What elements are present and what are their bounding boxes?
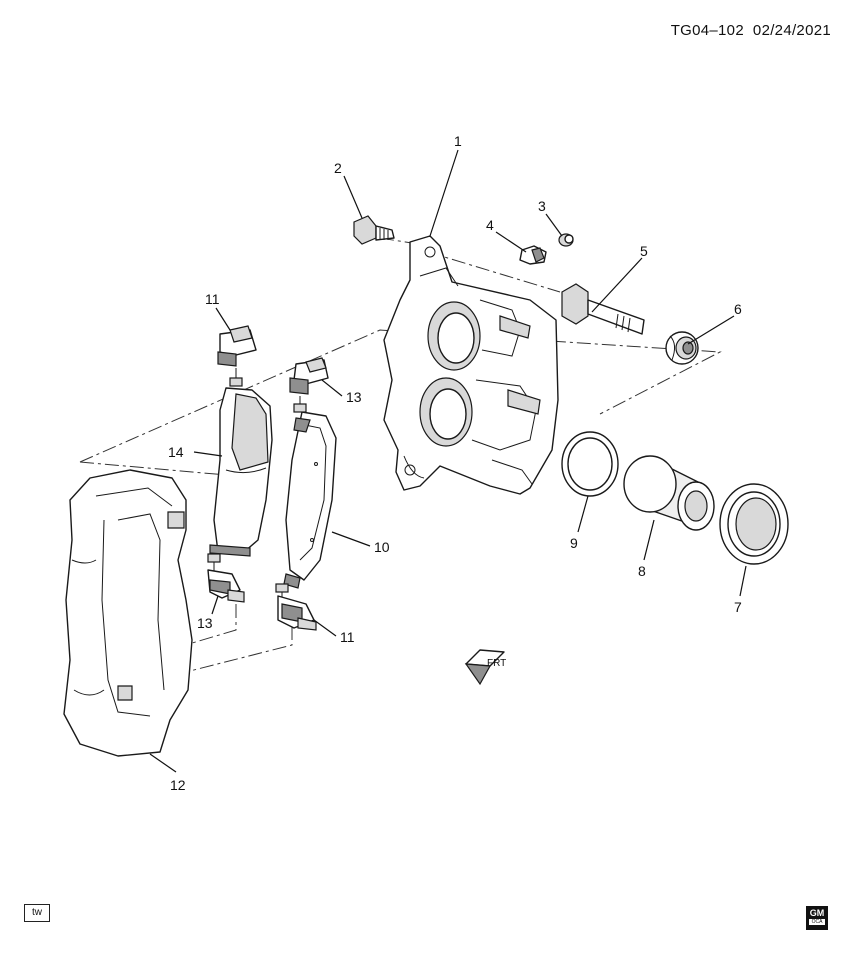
bleeder-valve xyxy=(519,245,547,265)
leader-13-lower xyxy=(211,595,219,615)
front-indicator-label: FRT xyxy=(487,658,506,669)
brand-logo-subtext: OCA xyxy=(809,919,825,925)
guide-pin-boot xyxy=(665,331,699,365)
leader-11-upper xyxy=(215,307,231,331)
dust-boot xyxy=(719,483,789,565)
inner-brake-pad xyxy=(209,387,273,557)
callout-13-lower: 13 xyxy=(197,615,213,631)
leader-3 xyxy=(545,213,563,237)
leader-9 xyxy=(577,495,589,533)
leader-13-upper xyxy=(321,379,343,397)
callout-4: 4 xyxy=(486,217,494,233)
leader-1 xyxy=(429,149,459,237)
caliper-bracket xyxy=(63,469,193,757)
leader-14 xyxy=(193,451,223,457)
pad-clip-lower-left xyxy=(207,553,245,603)
callout-9: 9 xyxy=(570,535,578,551)
leader-12 xyxy=(149,753,177,773)
outer-brake-pad xyxy=(283,411,337,589)
corner-tag: tw xyxy=(24,904,50,922)
phantom-line-lower-left xyxy=(107,604,237,669)
callout-8: 8 xyxy=(638,563,646,579)
pad-clip-lower-right xyxy=(275,583,317,631)
callout-3: 3 xyxy=(538,198,546,214)
bleeder-cap xyxy=(558,233,574,247)
leader-4 xyxy=(495,231,527,253)
callout-6: 6 xyxy=(734,301,742,317)
callout-11-lower: 11 xyxy=(340,629,355,645)
piston xyxy=(623,455,715,531)
leader-10 xyxy=(331,531,371,547)
illustration-id: TG04–102 xyxy=(670,22,744,39)
phantom-line-bolt xyxy=(427,251,561,293)
front-direction-indicator: FRT xyxy=(464,649,506,686)
phantom-line-lower-right xyxy=(185,626,293,673)
pad-clip-upper-left xyxy=(217,325,257,387)
brand-logo: GM OCA xyxy=(806,906,828,930)
callout-11-upper: 11 xyxy=(205,291,220,307)
callout-numbers: 1 2 3 4 5 6 7 8 9 10 11 11 12 13 13 14 xyxy=(168,133,742,793)
callout-2: 2 xyxy=(334,160,342,176)
leader-6 xyxy=(687,315,735,345)
leader-11-lower xyxy=(313,619,337,637)
brand-logo-text: GM xyxy=(809,908,825,918)
illustration-header: TG04–102 02/24/2021 xyxy=(671,22,831,39)
callout-13-upper: 13 xyxy=(346,389,362,405)
illustration-date: 02/24/2021 xyxy=(752,22,831,39)
caliper-bolt xyxy=(353,215,395,245)
callout-14: 14 xyxy=(168,444,184,460)
callout-10: 10 xyxy=(374,539,390,555)
leader-8 xyxy=(643,519,655,561)
caliper-housing xyxy=(383,235,559,495)
callout-1: 1 xyxy=(454,133,462,149)
leader-7 xyxy=(739,565,747,597)
callout-12: 12 xyxy=(170,777,186,793)
callout-5: 5 xyxy=(640,243,648,259)
leader-2 xyxy=(343,175,363,219)
callout-leaders xyxy=(149,149,747,773)
leader-5 xyxy=(591,257,643,313)
guide-pin xyxy=(561,283,645,335)
pad-clip-upper-right xyxy=(289,357,329,413)
piston-seal xyxy=(561,431,619,497)
callout-7: 7 xyxy=(734,599,742,615)
